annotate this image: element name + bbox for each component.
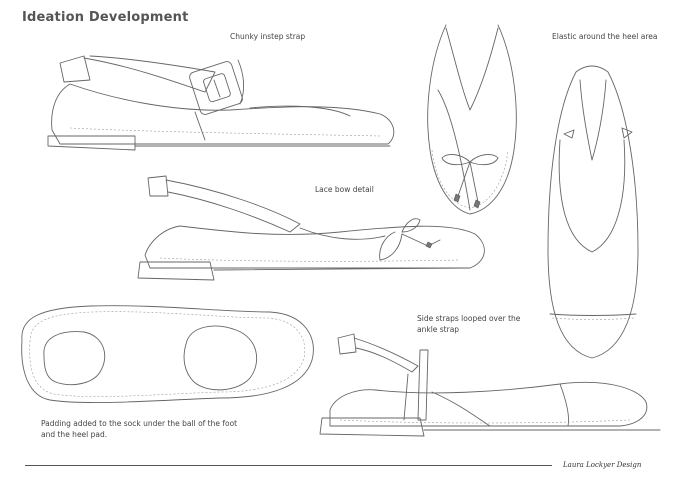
sketch-insole — [21, 305, 314, 404]
note-padding: Padding added to the sock under the ball… — [41, 419, 238, 439]
note-lace-bow: Lace bow detail — [315, 185, 374, 194]
sketch-shoe-chunky-strap — [47, 55, 395, 151]
note-chunky-instep-strap: Chunky instep strap — [230, 32, 306, 41]
note-side-straps: Side straps looped over the ankle strap — [417, 314, 521, 334]
designer-credit: Laura Lockyer Design — [563, 461, 642, 469]
sketch-shoe-top-elastic — [547, 65, 639, 359]
sketch-shoe-lace-bow — [137, 175, 485, 281]
note-elastic-heel: Elastic around the heel area — [552, 32, 658, 41]
page-title: Ideation Development — [22, 10, 189, 25]
sketch-shoe-side-straps — [319, 333, 661, 437]
footer-rule — [25, 465, 552, 466]
sketch-shoe-top-bow — [427, 24, 517, 215]
